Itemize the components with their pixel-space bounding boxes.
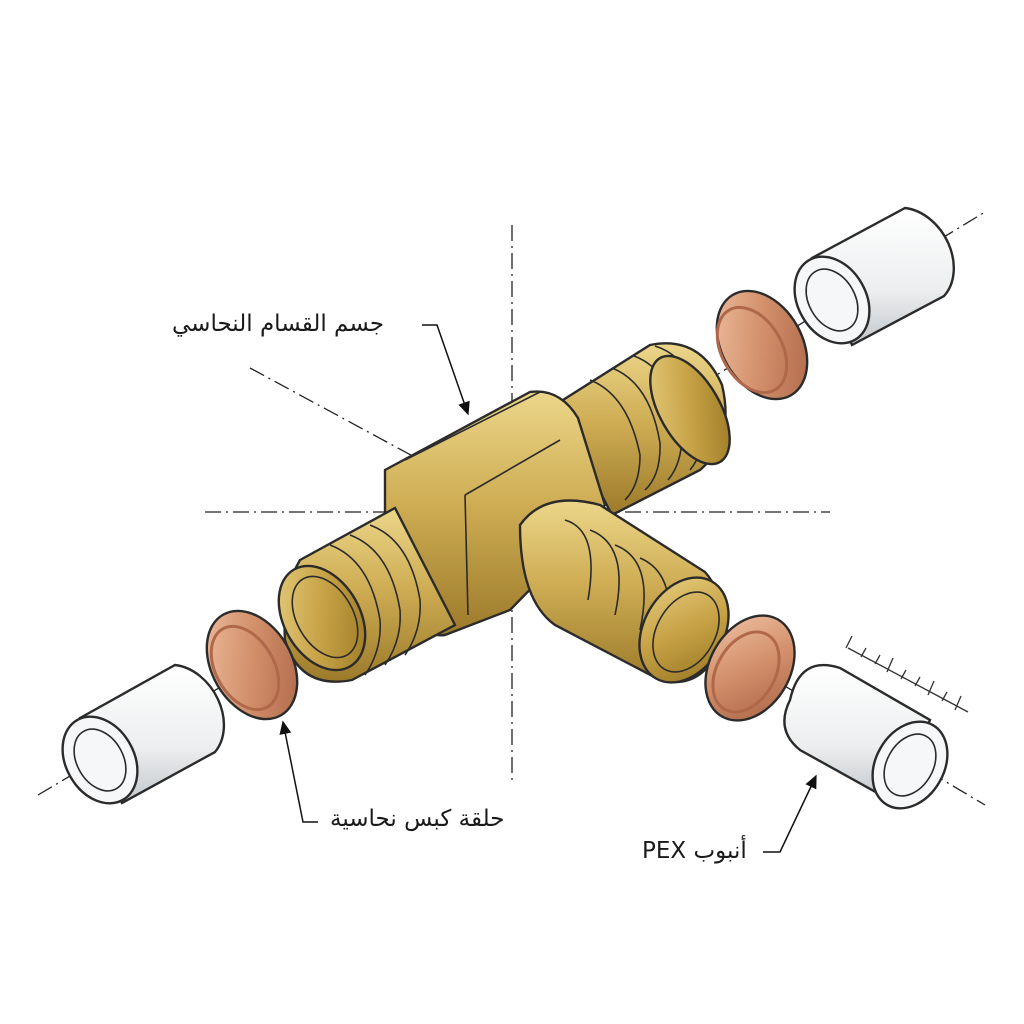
pex-pipe-lower-right — [783, 663, 949, 810]
center-line-upper-branch — [249, 367, 421, 461]
leader-copper-ring — [279, 720, 318, 823]
label-pex-pipe: أنبوب PEX — [642, 838, 747, 864]
leader-brass-body — [422, 324, 470, 416]
copper-ring-lower-left — [205, 609, 299, 721]
dimension-scale — [845, 635, 969, 713]
label-copper-crimp-ring: حلقة كبس نحاسية — [330, 806, 505, 832]
pex-pipe-upper-right — [793, 206, 956, 347]
brass-tee-body — [277, 342, 731, 684]
leader-pex-pipe — [763, 774, 817, 853]
pex-pipe-lower-left — [61, 663, 226, 805]
label-brass-tee-body: جسم القسام النحاسي — [172, 311, 385, 337]
copper-ring-lower-right — [704, 614, 796, 722]
copper-ring-upper-right — [715, 289, 809, 401]
